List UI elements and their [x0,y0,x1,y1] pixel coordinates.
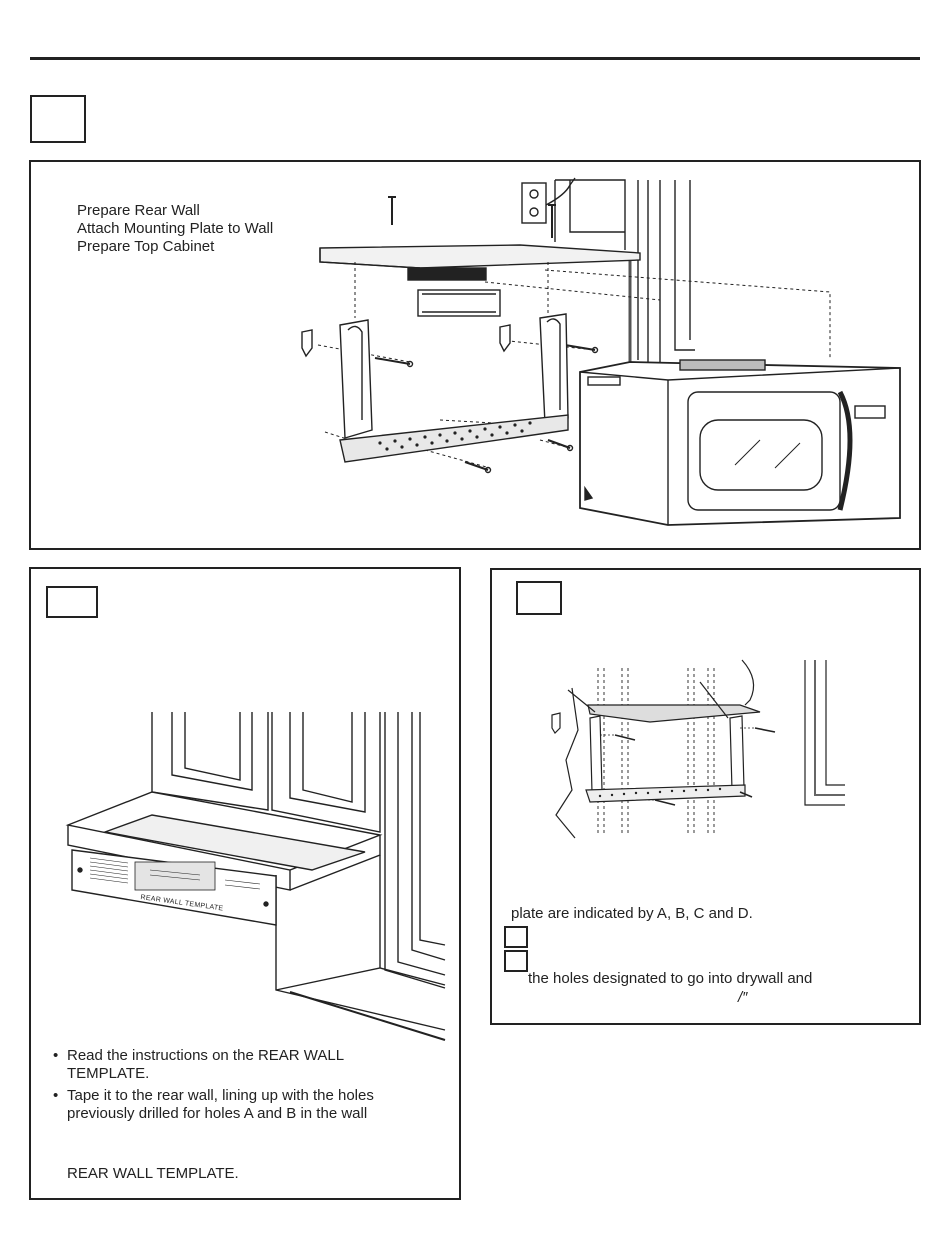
overview-line-1: Prepare Rear Wall [77,202,200,219]
checkbox-d [504,950,528,972]
substep-box-left [46,586,98,618]
left-panel-tail-text: REAR WALL TEMPLATE. [67,1165,239,1182]
instruction-item: Tape it to the rear wall, lining up with… [53,1087,423,1123]
left-panel-instructions: Read the instructions on the REAR WALL T… [53,1047,423,1127]
overview-line-2: Attach Mounting Plate to Wall [77,220,274,237]
instruction-item: Read the instructions on the REAR WALL T… [53,1047,423,1083]
right-panel-line-1: plate are indicated by A, B, C and D. [511,905,753,922]
step-number-box [30,95,86,143]
fraction-mark: /″ [738,989,748,1006]
overview-text: Prepare Rear Wall Attach Mounting Plate … [77,202,273,256]
header-rule [30,57,920,60]
substep-box-right [516,581,562,615]
checkbox-c [504,926,528,948]
overview-line-3: Prepare Top Cabinet [77,238,215,255]
right-panel-line-2: the holes designated to go into drywall … [528,970,813,987]
overview-illustration [301,177,901,526]
instruction-list: Read the instructions on the REAR WALL T… [53,1047,423,1123]
